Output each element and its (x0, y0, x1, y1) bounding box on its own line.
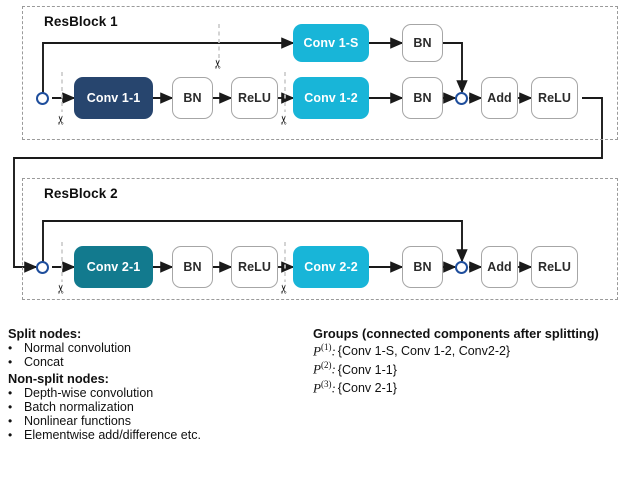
node-relu-2-out[interactable]: ReLU (531, 246, 578, 288)
list-item: • Depth-wise convolution (8, 386, 308, 400)
bullet-icon: • (8, 428, 13, 442)
node-conv-2-1[interactable]: Conv 2-1 (74, 246, 153, 288)
bullet-icon: • (8, 386, 13, 400)
groups-heading: Groups (connected components after split… (313, 326, 599, 341)
node-relu-1-a[interactable]: ReLU (231, 77, 278, 119)
bullet-icon: • (8, 400, 13, 414)
legend-nonsplit-item-3: Elementwise add/difference etc. (24, 428, 201, 442)
node-add-2[interactable]: Add (481, 246, 518, 288)
group-symbol-3: P(3): (313, 378, 336, 395)
scissors-icon-cut-1a[interactable]: ✂ (54, 114, 69, 126)
group-symbol-1: P(1): (313, 342, 336, 359)
node-relu-1-out[interactable]: ReLU (531, 77, 578, 119)
bullet-icon: • (8, 355, 13, 369)
legend-split-item-1: Concat (24, 355, 64, 369)
group-row-2: P(2): {Conv 1-1} (313, 360, 638, 377)
resblock-1-title: ResBlock 1 (44, 14, 118, 29)
junction-merge-2[interactable] (455, 260, 468, 274)
node-conv-1-1[interactable]: Conv 1-1 (74, 77, 153, 119)
node-bn-2-b[interactable]: BN (402, 246, 443, 288)
legend-nonsplit-heading: Non-split nodes: (8, 371, 109, 386)
node-add-1[interactable]: Add (481, 77, 518, 119)
bullet-icon: • (8, 341, 13, 355)
junction-merge-1[interactable] (455, 91, 468, 105)
group-set-2: {Conv 1-1} (337, 362, 397, 377)
node-bn-1-a[interactable]: BN (172, 77, 213, 119)
node-conv-1-2[interactable]: Conv 1-2 (293, 77, 369, 119)
list-item: • Normal convolution (8, 341, 308, 355)
node-bn-2-a[interactable]: BN (172, 246, 213, 288)
list-item: • Elementwise add/difference etc. (8, 428, 308, 442)
junction-input-2[interactable] (36, 260, 49, 274)
node-relu-2-a[interactable]: ReLU (231, 246, 278, 288)
group-row-3: P(3): {Conv 2-1} (313, 379, 638, 396)
scissors-icon-cut-1c[interactable]: ✂ (277, 114, 292, 126)
node-bn-1-skip[interactable]: BN (402, 24, 443, 62)
group-set-1: {Conv 1-S, Conv 1-2, Conv2-2} (337, 344, 511, 359)
list-item: • Batch normalization (8, 400, 308, 414)
resblock-1-container (22, 6, 618, 140)
legend-nonsplit-item-0: Depth-wise convolution (24, 386, 154, 400)
legend-split-item-0: Normal convolution (24, 341, 131, 355)
node-bn-1-b[interactable]: BN (402, 77, 443, 119)
resblock-2-title: ResBlock 2 (44, 186, 118, 201)
legend-nonsplit-item-2: Nonlinear functions (24, 414, 132, 428)
node-conv-1-s[interactable]: Conv 1-S (293, 24, 369, 62)
scissors-icon-cut-2b[interactable]: ✂ (277, 283, 292, 295)
group-set-3: {Conv 2-1} (337, 380, 397, 395)
list-item: • Nonlinear functions (8, 414, 308, 428)
legend-split-nodes: Split nodes: • Normal convolution • Conc… (8, 326, 308, 442)
group-row-1: P(1): {Conv 1-S, Conv 1-2, Conv2-2} (313, 342, 638, 359)
group-symbol-2: P(2): (313, 360, 336, 377)
bullet-icon: • (8, 414, 13, 428)
resblock-2-container (22, 178, 618, 300)
legend-split-heading: Split nodes: (8, 326, 82, 341)
scissors-icon-cut-1b[interactable]: ✂ (211, 58, 226, 70)
legend-nonsplit-item-1: Batch normalization (24, 400, 134, 414)
legend-groups: Groups (connected components after split… (313, 326, 638, 396)
scissors-icon-cut-2a[interactable]: ✂ (54, 283, 69, 295)
junction-input-1[interactable] (36, 91, 49, 105)
node-conv-2-2[interactable]: Conv 2-2 (293, 246, 369, 288)
list-item: • Concat (8, 355, 308, 369)
